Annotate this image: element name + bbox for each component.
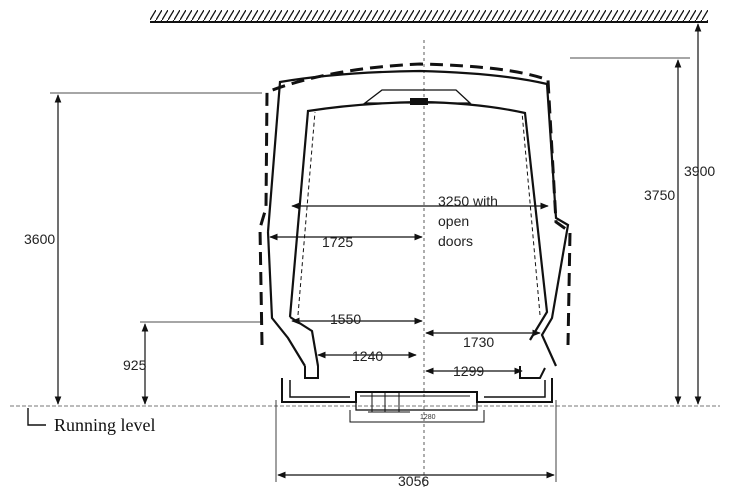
label-3750: 3750 — [644, 187, 675, 203]
dimension-3900: 3900 — [684, 23, 715, 405]
dimension-1299: 1299 — [425, 363, 523, 379]
dimension-3750: 3750 — [570, 57, 690, 405]
dimension-3600: 3600 — [24, 92, 262, 405]
dimension-925: 925 — [123, 321, 262, 405]
dimension-1550: 1550 — [291, 311, 423, 327]
car-body-inner — [288, 100, 549, 341]
dimension-3056: 3056 — [275, 400, 557, 489]
running-level-label: Running level — [54, 415, 156, 435]
dimension-1280: 1280 — [360, 409, 474, 421]
label-3900: 3900 — [684, 163, 715, 179]
label-1299: 1299 — [453, 363, 484, 379]
undercar-structure — [281, 378, 553, 423]
kinematic-envelope — [258, 62, 572, 346]
ceiling — [150, 10, 708, 23]
dimension-1730: 1730 — [425, 329, 541, 350]
car-body-outer — [266, 69, 570, 367]
label-1280: 1280 — [420, 414, 436, 421]
label-3250-line2: open — [438, 213, 469, 229]
label-1730: 1730 — [463, 334, 494, 350]
label-1725: 1725 — [322, 234, 353, 250]
label-925: 925 — [123, 357, 147, 373]
dimension-1725: 1725 — [269, 233, 423, 250]
label-1240: 1240 — [352, 348, 383, 364]
label-3250-line1: 3250 with — [438, 193, 498, 209]
roof-equipment — [363, 89, 472, 104]
label-3600: 3600 — [24, 231, 55, 247]
label-3250-line3: doors — [438, 233, 473, 249]
dimension-3250: 3250 with open doors — [291, 193, 549, 249]
label-1550: 1550 — [330, 311, 361, 327]
label-3056: 3056 — [398, 473, 429, 489]
dimension-1240: 1240 — [317, 348, 417, 364]
running-level: Running level — [27, 408, 156, 435]
